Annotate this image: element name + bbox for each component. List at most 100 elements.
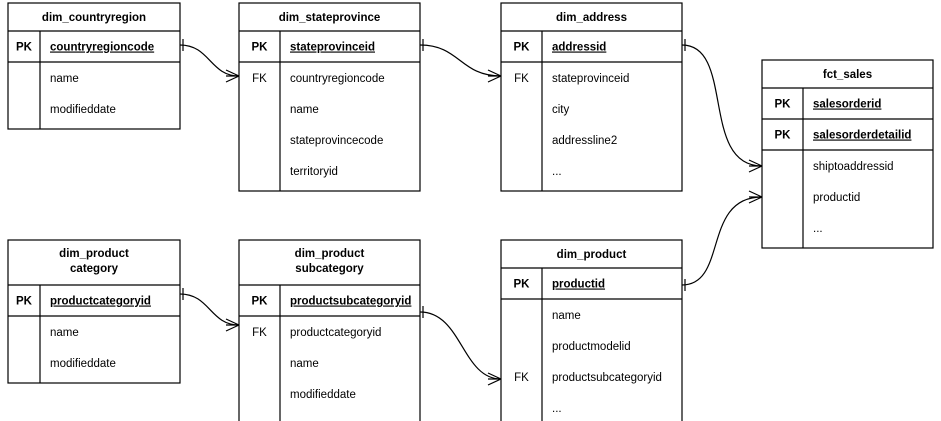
pk-badge: PK [514,279,531,291]
entity-row[interactable]: name [50,327,79,339]
pk-badge: PK [16,296,33,308]
pk-badge: PK [775,99,792,111]
primary-key-attribute: productsubcategoryid [290,296,411,308]
entity-row[interactable]: PK productsubcategoryid [252,296,412,308]
entity-row[interactable]: ... [552,403,562,415]
entity-row[interactable]: city [552,104,570,116]
entity-row[interactable]: modifieddate [50,358,116,370]
entity-row[interactable]: FK productcategoryid [252,327,381,339]
relationship-address-to-fctsales[interactable] [681,39,763,173]
attribute-name: name [290,104,319,116]
attribute-name: productcategoryid [290,327,381,339]
entity-row[interactable]: PK countryregioncode [16,42,154,54]
attribute-name: stateprovincecode [290,135,383,147]
pk-badge: PK [252,296,269,308]
connector-line [419,311,502,380]
attribute-name: modifieddate [50,104,116,116]
relationship-productcategory-to-productsubcategory[interactable] [179,288,240,332]
connector-line [681,44,763,167]
entity-row[interactable]: PK salesorderid [775,99,882,111]
entity-row[interactable]: PK salesorderdetailid [775,130,912,142]
entity-row[interactable]: modifieddate [50,104,116,116]
entity-title: dim_product [59,248,129,260]
entity-title: dim_countryregion [42,12,146,24]
entity-row[interactable]: ... [813,223,823,235]
entity-row[interactable]: name [290,104,319,116]
attribute-name: modifieddate [50,358,116,370]
fk-badge: FK [252,327,267,339]
connector-line [179,44,240,77]
cardinality-many-marker [487,69,502,83]
entity-row[interactable]: addressline2 [552,135,617,147]
entity-row[interactable]: territoryid [290,166,338,178]
attribute-name: name [50,327,79,339]
entity-row[interactable]: name [552,310,581,322]
entity-row[interactable]: shiptoaddressid [813,161,894,173]
fk-badge: FK [252,73,267,85]
entity-row[interactable]: FK productsubcategoryid [514,372,662,384]
attribute-name: name [290,358,319,370]
entity-title: category [70,263,119,275]
entity-title: dim_product [295,248,365,260]
primary-key-attribute: productid [552,279,605,291]
entity-title: dim_product [557,249,627,261]
entity-row[interactable]: ... [552,166,562,178]
attribute-name: ... [813,223,823,235]
primary-key-attribute: salesorderdetailid [813,130,911,142]
entity-row[interactable]: PK productid [514,279,606,291]
primary-key-attribute: salesorderid [813,99,881,111]
pk-badge: PK [252,42,269,54]
entity-title: dim_stateprovince [279,12,381,24]
primary-key-attribute: addressid [552,42,606,54]
attribute-name: productid [813,192,860,204]
pk-badge: PK [16,42,33,54]
entity-row[interactable]: name [50,73,79,85]
primary-key-attribute: stateprovinceid [290,42,375,54]
entity-row[interactable]: PK stateprovinceid [252,42,375,54]
cardinality-many-marker [225,318,240,332]
cardinality-many-marker [748,190,763,204]
cardinality-many-marker [748,159,763,173]
connector-line [419,44,502,77]
primary-key-attribute: countryregioncode [50,42,154,54]
entity-row[interactable]: modifieddate [290,389,356,401]
attribute-name: name [50,73,79,85]
relationship-product-to-fctsales[interactable] [681,190,763,291]
entity-row[interactable]: stateprovincecode [290,135,383,147]
entity-title: dim_address [556,12,627,24]
attribute-name: city [552,104,570,116]
attribute-name: territoryid [290,166,338,178]
attribute-name: productmodelid [552,341,631,353]
pk-badge: PK [775,130,792,142]
connector-line [681,196,763,286]
entity-title: subcategory [295,263,364,275]
cardinality-many-marker [225,69,240,83]
relationship-countryregion-to-stateprovince[interactable] [179,39,240,83]
attribute-name: name [552,310,581,322]
entity-row[interactable]: name [290,358,319,370]
relationship-stateprovince-to-address[interactable] [419,39,502,83]
attribute-name: shiptoaddressid [813,161,894,173]
connector-line [179,293,240,326]
entity-row[interactable]: productid [813,192,860,204]
fk-badge: FK [514,372,529,384]
cardinality-many-marker [487,372,502,386]
relationship-productsubcategory-to-product[interactable] [419,306,502,386]
fk-badge: FK [514,73,529,85]
attribute-name: productsubcategoryid [552,372,662,384]
attribute-name: modifieddate [290,389,356,401]
entity-row[interactable]: productmodelid [552,341,631,353]
